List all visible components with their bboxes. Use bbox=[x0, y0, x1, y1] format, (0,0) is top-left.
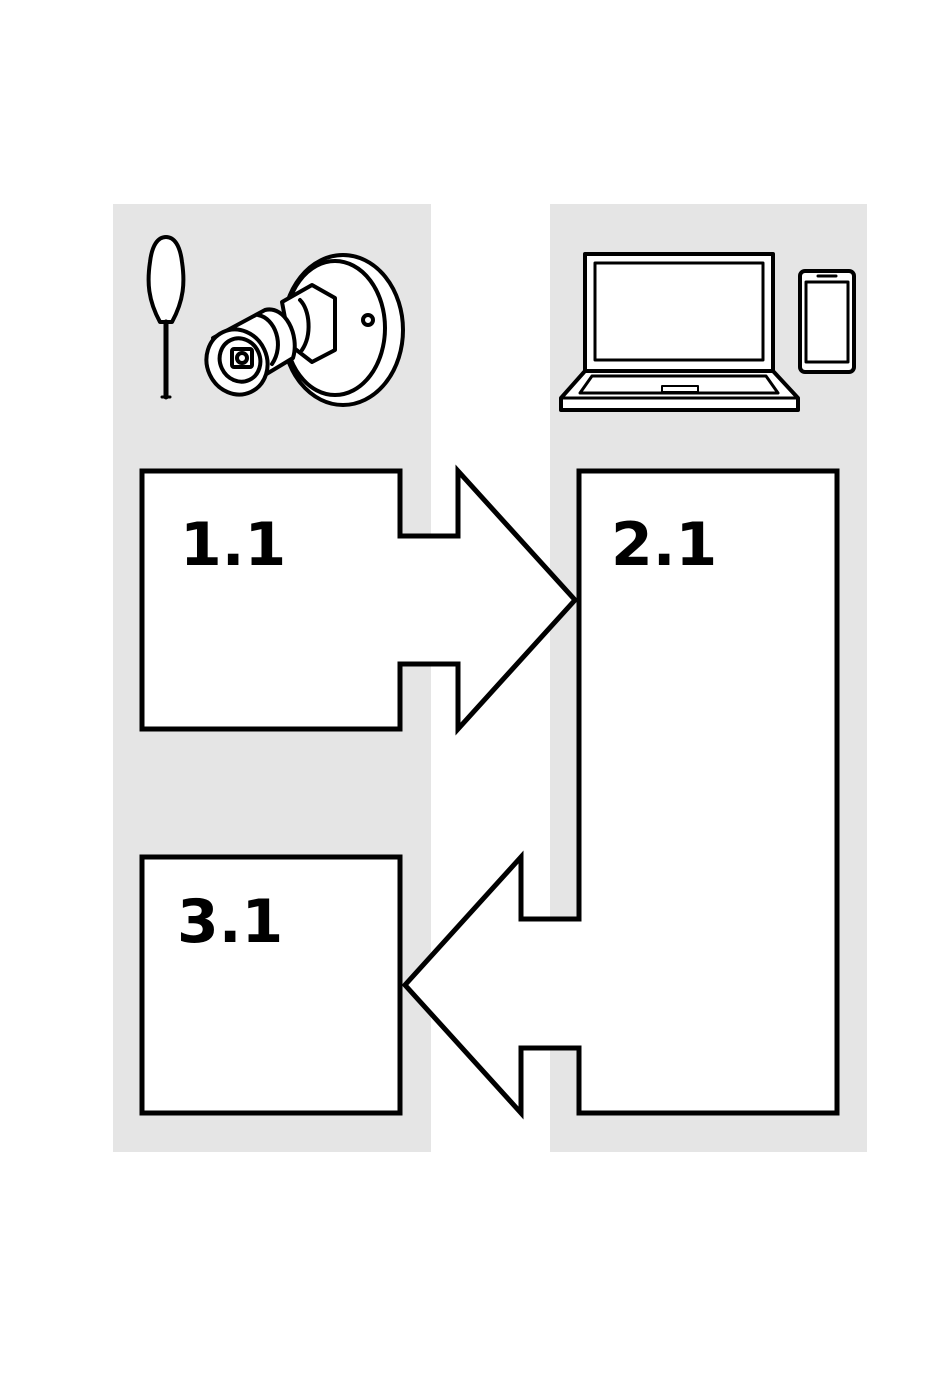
smartphone-icon bbox=[800, 271, 854, 372]
step-3-1-label: 3.1 bbox=[177, 887, 283, 957]
step-1-1-label: 1.1 bbox=[180, 510, 286, 580]
laptop-icon bbox=[561, 254, 798, 410]
step-2-1-label: 2.1 bbox=[611, 510, 717, 580]
